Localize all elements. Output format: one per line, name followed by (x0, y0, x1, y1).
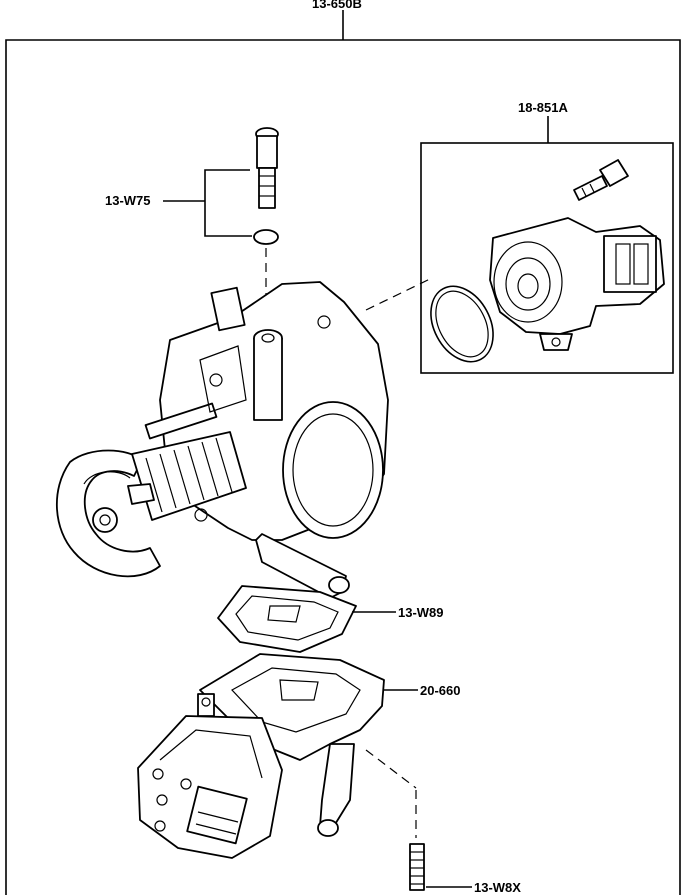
gasket (217, 585, 357, 653)
throttle-spring-cam (55, 431, 247, 578)
assembly-frame (5, 39, 681, 895)
screw-o-ring (253, 229, 279, 245)
sensor-o-ring (430, 285, 494, 363)
label-bolt: 13-W8X (474, 880, 521, 895)
mounting-bolt (409, 843, 425, 891)
adjust-screw (255, 127, 279, 209)
label-valve: 20-660 (420, 683, 460, 698)
sensor-screw (573, 159, 629, 201)
sensor-link (365, 277, 433, 311)
label-assembly: 13-650B (312, 0, 362, 11)
label-gasket: 13-W89 (398, 605, 444, 620)
throttle-body (144, 281, 389, 599)
screw-bracket (204, 169, 252, 237)
idle-air-control-valve (137, 653, 385, 859)
label-screw: 13-W75 (105, 193, 151, 208)
bolt-link (365, 749, 417, 789)
sensor-kit-box (420, 142, 674, 374)
throttle-position-sensor (489, 217, 665, 351)
label-sensor-kit: 18-851A (518, 100, 568, 115)
